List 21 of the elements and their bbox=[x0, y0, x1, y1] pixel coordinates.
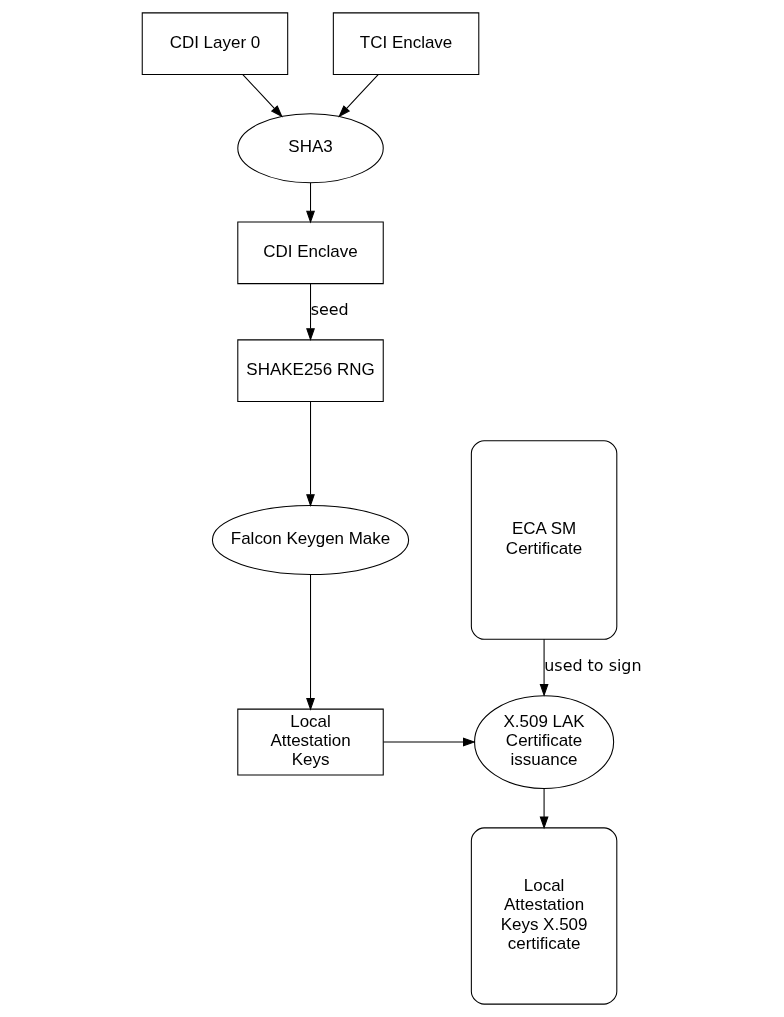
node-box: ECA SM Certificate bbox=[470, 440, 618, 640]
node-box: Local Attestation Keys X.509 certificate bbox=[470, 827, 618, 1005]
arrow bbox=[306, 574, 315, 711]
arrow bbox=[306, 283, 315, 342]
node-box: Local Attestation Keys bbox=[237, 708, 384, 776]
node-box: CDI Enclave bbox=[237, 221, 384, 285]
node-box: TCI Enclave bbox=[332, 12, 480, 75]
arrow bbox=[306, 182, 315, 224]
arrow bbox=[383, 737, 476, 747]
node-ellipse: SHA3 bbox=[237, 113, 384, 184]
arrow bbox=[539, 788, 549, 830]
arrow bbox=[306, 401, 315, 507]
node-box: SHAKE256 RNG bbox=[237, 339, 384, 402]
node-ellipse: X.509 LAK Certificate issuance bbox=[474, 695, 615, 789]
edge-label: seed bbox=[310, 300, 349, 320]
node-ellipse: Falcon Keygen Make bbox=[211, 504, 410, 575]
arrow bbox=[338, 74, 379, 118]
arrow bbox=[242, 74, 283, 118]
node-box: CDI Layer 0 bbox=[141, 12, 289, 75]
arrow bbox=[539, 638, 549, 697]
edge-label: used to sign bbox=[544, 656, 642, 676]
